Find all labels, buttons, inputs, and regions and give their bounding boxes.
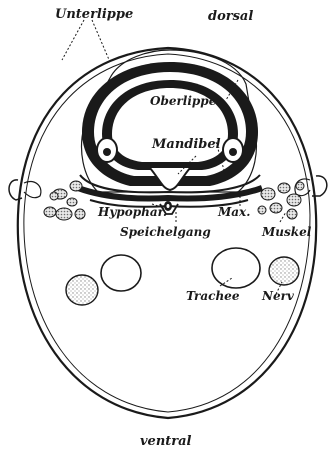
muscle-cluster-right	[258, 182, 304, 219]
trachea-right	[212, 248, 260, 288]
label-mandibel: Mandibel	[151, 137, 221, 152]
label-speichelgang: Speichelgang	[120, 225, 211, 239]
label-max: Max.	[217, 205, 250, 219]
oral-ring	[82, 62, 258, 186]
label-nerv: Nerv	[261, 289, 295, 303]
label-muskel: Muskel	[261, 225, 312, 239]
label-trachee: Trachee	[186, 289, 240, 303]
label-hypophar: Hypophar.	[97, 205, 167, 219]
label-oberlippe: Oberlippe	[150, 94, 217, 108]
label-ventral: ventral	[140, 434, 192, 449]
nerve-right	[269, 257, 299, 285]
label-unterlippe: Unterlippe	[55, 7, 133, 22]
label-dorsal: dorsal	[208, 9, 253, 24]
nerve-left	[66, 275, 98, 305]
muscle-cluster-left	[44, 181, 85, 220]
trachea-left	[101, 255, 141, 291]
